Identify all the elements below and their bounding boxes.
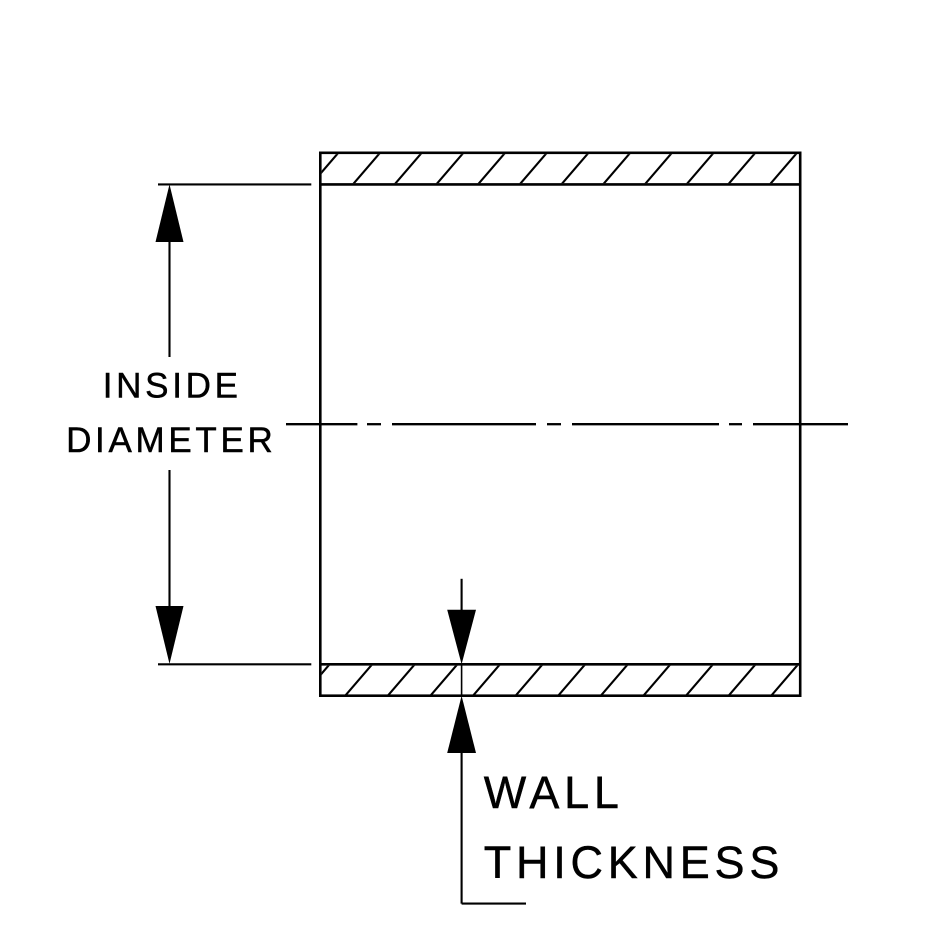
svg-text:DIAMETER: DIAMETER bbox=[66, 421, 276, 460]
svg-text:INSIDE: INSIDE bbox=[103, 366, 242, 405]
svg-text:THICKNESS: THICKNESS bbox=[484, 837, 784, 888]
svg-text:WALL: WALL bbox=[484, 767, 624, 818]
